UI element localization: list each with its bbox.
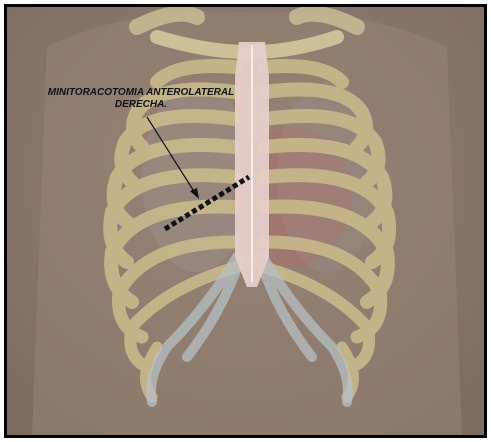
rib-cage-illustration <box>7 7 484 435</box>
figure-frame: MINITORACOTOMIA ANTEROLATERAL DERECHA. <box>4 4 487 438</box>
annotation-label-line2: DERECHA. <box>31 99 251 111</box>
annotation-label-line1: MINITORACOTOMIA ANTEROLATERAL <box>31 87 251 99</box>
annotation-label: MINITORACOTOMIA ANTEROLATERAL DERECHA. <box>31 87 251 111</box>
